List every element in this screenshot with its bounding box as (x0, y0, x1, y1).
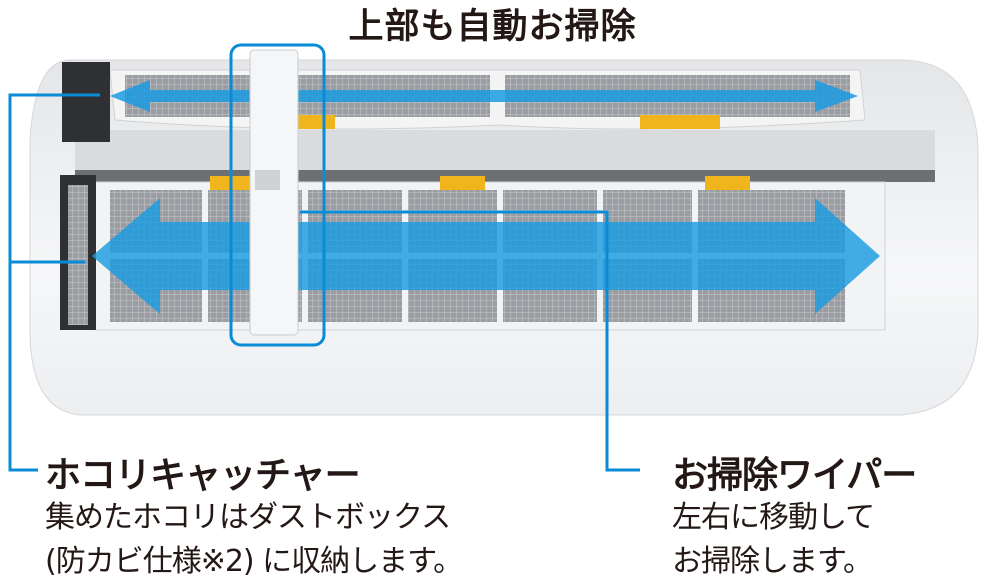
cleaning-wiper (229, 43, 326, 347)
upper-arrow (110, 80, 858, 112)
dust-catcher-text-2: (防カビ仕様※2) に収納します。 (45, 544, 463, 579)
leader-lines (8, 93, 640, 472)
wiper-text-1: 左右に移動して (672, 500, 875, 535)
wiper-text-2: お掃除します。 (672, 544, 873, 579)
dust-catcher-heading: ホコリキャッチャー (45, 455, 361, 496)
upper-dust-box (62, 62, 110, 142)
wiper-heading: お掃除ワイパー (672, 455, 917, 496)
headline: 上部も自動お掃除 (348, 7, 637, 47)
dust-catcher-text-1: 集めたホコリはダストボックス (45, 500, 451, 535)
